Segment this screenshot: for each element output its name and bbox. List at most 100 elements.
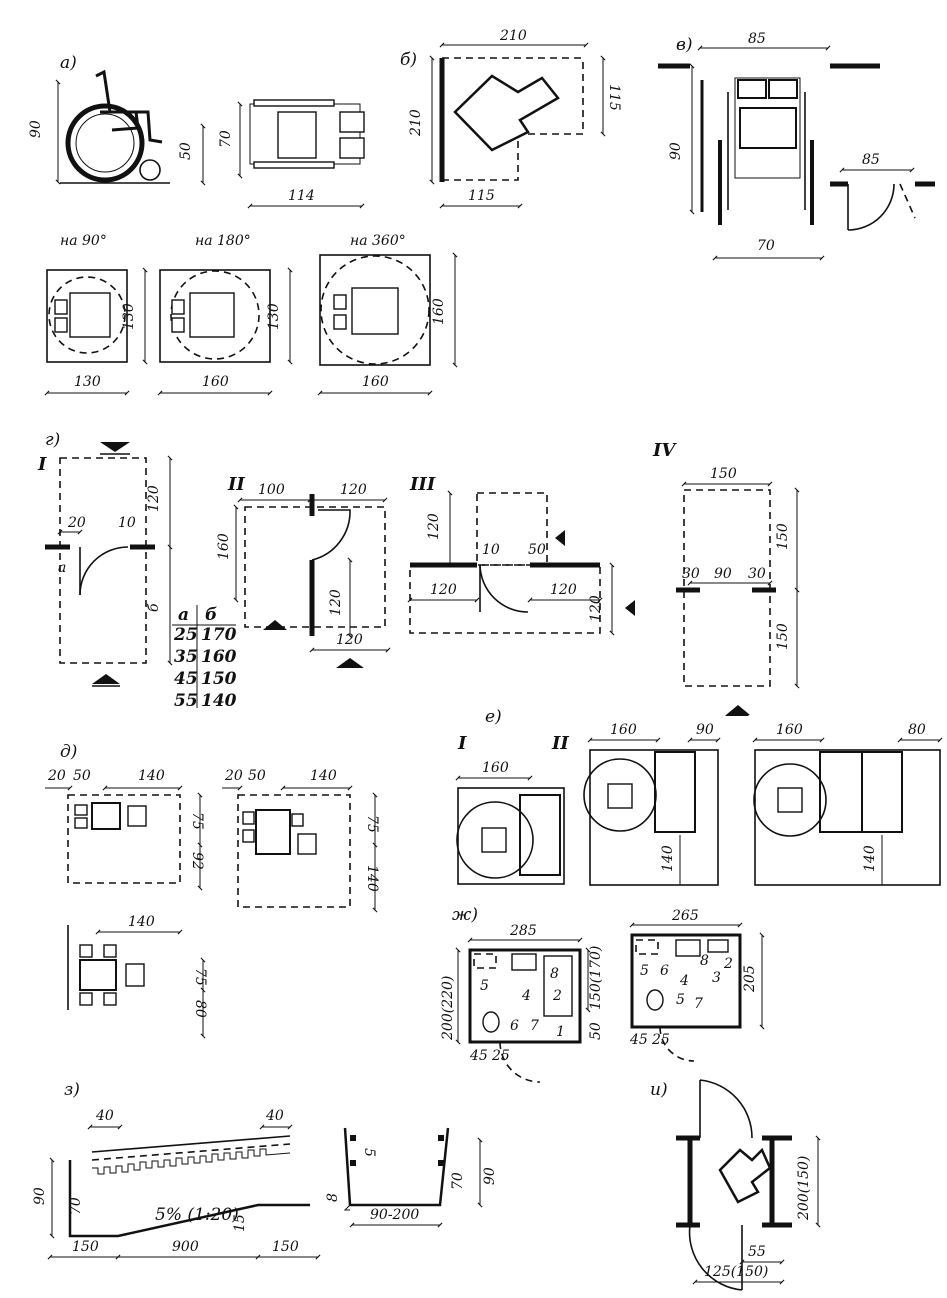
d1-75: 75 bbox=[189, 812, 205, 830]
zh-r-25: 25 bbox=[651, 1032, 670, 1048]
zh-l-n5: 5 bbox=[480, 978, 489, 994]
dim-v-width: 70 bbox=[757, 238, 775, 254]
panel-v: в) 85 90 70 85 bbox=[658, 31, 935, 261]
panel-zh: ж) 285 200(220) 150(170) 50 45 25 5 4 8 … bbox=[440, 905, 765, 1083]
g-I-20: 20 bbox=[67, 515, 86, 531]
zh-l-n4: 4 bbox=[521, 988, 531, 1004]
z-150a: 150 bbox=[72, 1239, 99, 1255]
e-II-160b: 160 bbox=[776, 722, 803, 738]
g-I-a: а bbox=[58, 560, 66, 576]
panel-g-label: г) bbox=[45, 430, 60, 450]
table-r3-a: 55 bbox=[174, 691, 198, 711]
panel-d: д) 20 50 140 75 92 20 50 140 75 140 bbox=[45, 742, 380, 1039]
dim-v-door2: 85 bbox=[862, 152, 880, 168]
g-roman-II: II bbox=[227, 474, 245, 495]
zh-r-205: 205 bbox=[742, 965, 758, 993]
d1-140: 140 bbox=[138, 768, 165, 784]
panel-i-label: и) bbox=[650, 1080, 668, 1100]
g-a-b-table: а б 25 170 35 160 45 150 55 140 bbox=[172, 605, 237, 711]
z-150b: 150 bbox=[272, 1239, 299, 1255]
g-III-10: 10 bbox=[482, 542, 500, 558]
table-r0-a: 25 bbox=[173, 625, 198, 645]
zh-l-n7: 7 bbox=[530, 1018, 539, 1034]
g-III-120a: 120 bbox=[426, 513, 442, 540]
panel-g: г) I 20 10 а 120 б а б 25 170 35 160 45 … bbox=[37, 430, 800, 716]
g-roman-III: III bbox=[409, 474, 436, 495]
g-III-120d: 120 bbox=[588, 595, 604, 622]
d3-75: 75 bbox=[192, 968, 208, 986]
dim-a-height: 90 bbox=[28, 120, 44, 138]
panel-e-label: е) bbox=[485, 707, 502, 727]
d2-50: 50 bbox=[248, 768, 266, 784]
g-IV-90: 90 bbox=[714, 566, 732, 582]
g-I-10: 10 bbox=[118, 515, 136, 531]
wheelchair-top-view bbox=[249, 99, 365, 169]
turn-90-h: 130 bbox=[121, 303, 137, 330]
i-125: 125(150) bbox=[704, 1264, 768, 1280]
g-II-100: 100 bbox=[258, 482, 285, 498]
z-40a: 40 bbox=[95, 1108, 114, 1124]
g-roman-I: I bbox=[37, 454, 47, 475]
panel-v-label: в) bbox=[676, 35, 693, 55]
e-II-140b: 140 bbox=[862, 845, 878, 872]
d1-50: 50 bbox=[73, 768, 91, 784]
zh-r-265: 265 bbox=[671, 908, 699, 924]
e-II-140a: 140 bbox=[660, 845, 676, 872]
g-II-120a: 120 bbox=[340, 482, 367, 498]
d1-92: 92 bbox=[189, 852, 205, 870]
turn-360-w: 160 bbox=[362, 374, 389, 390]
i-200: 200(150) bbox=[796, 1156, 812, 1221]
panel-b: б) 210 210 115 115 bbox=[400, 28, 622, 209]
panel-zh-label: ж) bbox=[452, 905, 478, 925]
z-rail-90-200: 90-200 bbox=[370, 1207, 419, 1223]
g-IV-150a: 150 bbox=[775, 523, 791, 550]
panel-z-label: з) bbox=[64, 1080, 80, 1100]
wheelchair-side-view bbox=[60, 69, 170, 184]
g-I-120: 120 bbox=[146, 485, 162, 512]
zh-r-n8: 8 bbox=[700, 953, 709, 969]
table-r2-a: 45 bbox=[174, 669, 198, 689]
zh-l-n8: 8 bbox=[550, 966, 559, 982]
zh-r-n5: 5 bbox=[640, 963, 649, 979]
dim-v-door: 85 bbox=[748, 31, 766, 47]
panel-d-label: д) bbox=[60, 742, 77, 762]
dim-a-seat: 50 bbox=[178, 142, 194, 160]
zh-l-n6: 6 bbox=[510, 1018, 519, 1034]
dim-b-left: 210 bbox=[408, 109, 424, 137]
d1-20: 20 bbox=[47, 768, 66, 784]
zh-r-n6: 6 bbox=[660, 963, 669, 979]
e-I-160: 160 bbox=[482, 760, 509, 776]
d3-80: 80 bbox=[192, 1000, 208, 1018]
table-r1-a: 35 bbox=[174, 647, 198, 667]
panel-b-label: б) bbox=[400, 50, 417, 70]
g-II-120c: 120 bbox=[336, 632, 363, 648]
zh-l-25: 25 bbox=[491, 1048, 510, 1064]
zh-r-n4: 4 bbox=[679, 973, 689, 989]
zh-r-n7: 7 bbox=[694, 996, 703, 1012]
dim-b-right: 115 bbox=[606, 84, 622, 111]
z-rail-8: 8 bbox=[325, 1193, 341, 1202]
dim-b-top: 210 bbox=[499, 28, 527, 44]
panel-z: з) 40 40 90 70 5% (1:20) 15 150 900 150 … bbox=[32, 1080, 498, 1260]
g-IV-30a: 30 bbox=[682, 566, 700, 582]
g-III-50: 50 bbox=[528, 542, 546, 558]
z-slope: 5% (1:20) bbox=[155, 1205, 239, 1225]
table-r3-b: 140 bbox=[201, 691, 237, 711]
d2-140b: 140 bbox=[364, 865, 380, 892]
dim-a-length: 114 bbox=[288, 188, 315, 204]
table-head-b: б bbox=[205, 605, 217, 625]
zh-r-n2: 2 bbox=[723, 956, 733, 972]
zh-r-n5b: 5 bbox=[676, 992, 685, 1008]
panel-i: и) 200(150) 55 125(150) bbox=[650, 1079, 821, 1291]
z-40b: 40 bbox=[265, 1108, 284, 1124]
g-III-120c: 120 bbox=[550, 582, 577, 598]
g-I-b: б bbox=[146, 603, 162, 612]
zh-r-45: 45 bbox=[629, 1032, 648, 1048]
panel-e: е) I II 160 160 90 140 160 80 140 bbox=[455, 705, 943, 886]
zh-l-50: 50 bbox=[588, 1022, 604, 1040]
table-r0-b: 170 bbox=[201, 625, 237, 645]
zh-r-n3: 3 bbox=[712, 970, 721, 986]
d2-140: 140 bbox=[310, 768, 337, 784]
e-II-90: 90 bbox=[696, 722, 714, 738]
d2-20: 20 bbox=[224, 768, 243, 784]
